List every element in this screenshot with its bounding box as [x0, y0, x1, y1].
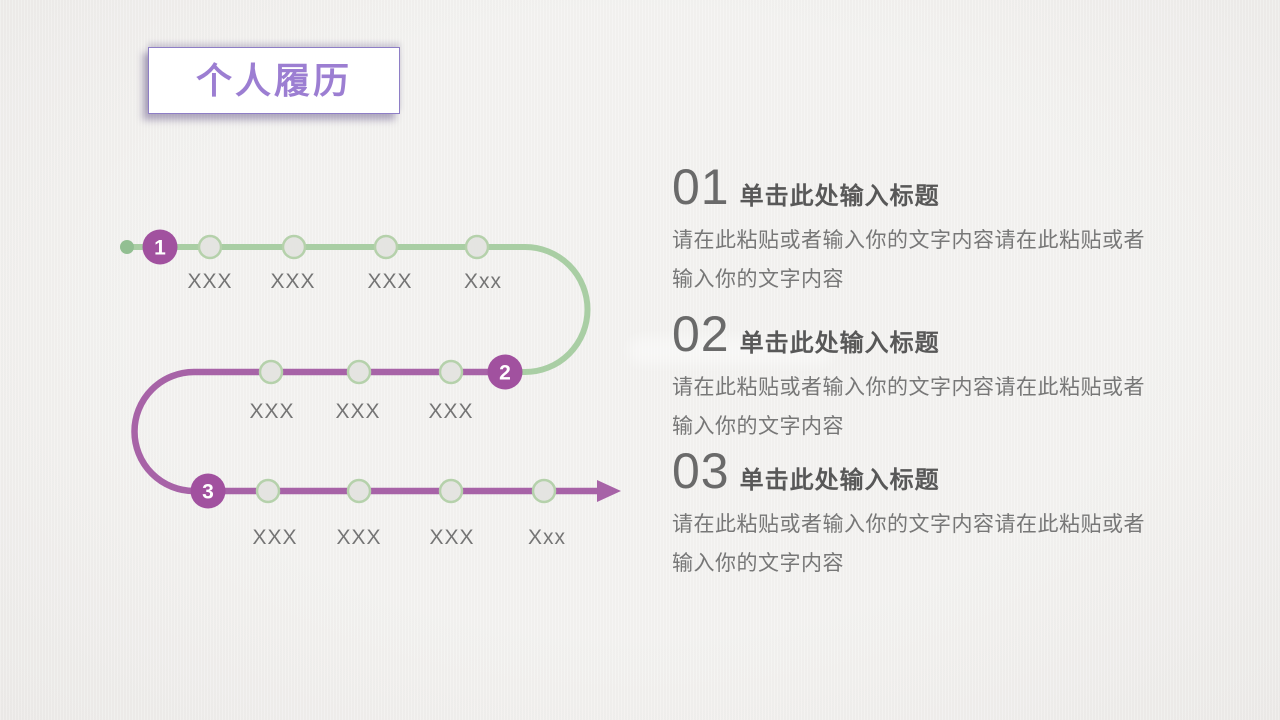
- section-2-header: 02 单击此处输入标题: [672, 306, 1164, 362]
- timeline-label: XXX: [367, 270, 413, 293]
- timeline-node: [373, 234, 399, 260]
- timeline-label: XXX: [336, 526, 382, 549]
- timeline-label: XXX: [270, 270, 316, 293]
- timeline-label: XXX: [335, 400, 381, 423]
- section-1-body-line-1: 请在此粘贴或者输入你的文字内容请在此粘贴或者: [672, 229, 1145, 252]
- arrow-head-icon: [597, 480, 621, 502]
- slide-title-box: 个人履历: [148, 47, 400, 114]
- section-2-body-line-1: 请在此粘贴或者输入你的文字内容请在此粘贴或者: [672, 376, 1145, 399]
- section-3-body: 请在此粘贴或者输入你的文字内容请在此粘贴或者 输入你的文字内容: [672, 505, 1164, 583]
- timeline-node: [197, 234, 223, 260]
- section-1: 01 单击此处输入标题 请在此粘贴或者输入你的文字内容请在此粘贴或者 输入你的文…: [672, 159, 1164, 299]
- section-1-title: 单击此处输入标题: [739, 183, 940, 210]
- timeline-start-dot: [120, 240, 134, 254]
- timeline-purple-path: [131, 368, 599, 495]
- timeline-green-path: [127, 244, 591, 375]
- section-2-title: 单击此处输入标题: [739, 330, 940, 357]
- section-3-title: 单击此处输入标题: [739, 467, 940, 494]
- section-3: 03 单击此处输入标题 请在此粘贴或者输入你的文字内容请在此粘贴或者 输入你的文…: [672, 443, 1164, 583]
- watermark: [628, 337, 833, 365]
- timeline-node: [531, 478, 557, 504]
- timeline-label: XXX: [428, 400, 474, 423]
- milestone-circle-3: [190, 473, 226, 509]
- section-3-body-line-1: 请在此粘贴或者输入你的文字内容请在此粘贴或者: [672, 513, 1145, 536]
- section-3-header: 03 单击此处输入标题: [672, 443, 1164, 499]
- section-1-body-line-2: 输入你的文字内容: [672, 268, 844, 291]
- section-2: 02 单击此处输入标题 请在此粘贴或者输入你的文字内容请在此粘贴或者 输入你的文…: [672, 306, 1164, 446]
- timeline-label: XXX: [249, 400, 295, 423]
- timeline-label: Xxx: [527, 526, 567, 549]
- section-1-header: 01 单击此处输入标题: [672, 159, 1164, 215]
- section-1-body: 请在此粘贴或者输入你的文字内容请在此粘贴或者 输入你的文字内容: [672, 221, 1164, 299]
- section-3-number: 03: [672, 443, 730, 499]
- timeline-node: [281, 234, 307, 260]
- milestone-circle-1: [142, 229, 178, 265]
- slide-title: 个人履历: [195, 59, 352, 101]
- milestone-1-number: 1: [154, 236, 166, 259]
- section-2-body: 请在此粘贴或者输入你的文字内容请在此粘贴或者 输入你的文字内容: [672, 368, 1164, 446]
- section-3-body-line-2: 输入你的文字内容: [672, 552, 844, 575]
- timeline-node: [258, 359, 284, 385]
- timeline-node: [255, 478, 281, 504]
- milestone-2-number: 2: [499, 361, 511, 384]
- section-2-number: 02: [672, 306, 730, 362]
- section-1-number: 01: [672, 159, 730, 215]
- milestone-3-number: 3: [202, 480, 214, 503]
- section-2-body-line-2: 输入你的文字内容: [672, 415, 844, 438]
- timeline-node: [346, 359, 372, 385]
- timeline-label: XXX: [252, 526, 298, 549]
- timeline-node: [438, 478, 464, 504]
- timeline-label: Xxx: [463, 270, 503, 293]
- timeline-node: [464, 234, 490, 260]
- timeline-node: [346, 478, 372, 504]
- timeline-label: XXX: [187, 270, 233, 293]
- timeline-node: [438, 359, 464, 385]
- milestone-circle-2: [487, 354, 523, 390]
- timeline-label: XXX: [429, 526, 475, 549]
